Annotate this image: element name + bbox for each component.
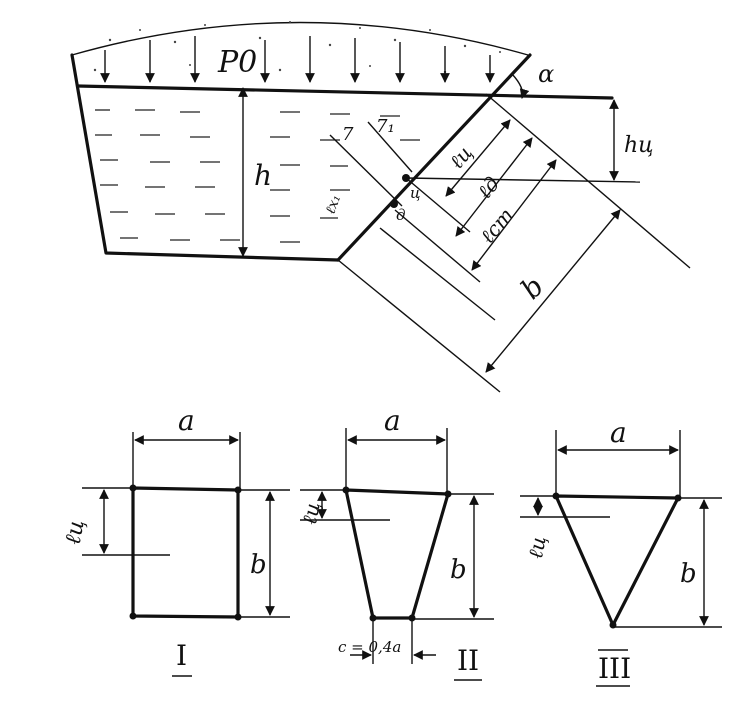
inclined-gate — [336, 53, 532, 262]
gas-stipple — [93, 21, 501, 76]
projection-extension — [379, 227, 496, 321]
shape-2-top-label: a — [384, 404, 401, 437]
pressure-center-point — [390, 200, 398, 208]
depth-label-h: h — [254, 159, 272, 192]
axis-label-3: ℓx₁ — [323, 193, 345, 217]
shape-2-numeral: II — [457, 644, 479, 677]
shape-1-centroid-label: ℓц — [61, 518, 90, 546]
liquid-hatching — [95, 109, 420, 243]
angle-arc — [511, 73, 530, 99]
pressure-center-extension — [394, 209, 481, 283]
shape-2-trapezoid: a ℓц b c = 0,4a II — [297, 404, 494, 681]
free-surface — [76, 84, 614, 100]
shape-3-side-label: b — [680, 559, 697, 589]
dim-gate-width — [485, 209, 621, 373]
shape-2-centroid-label: ℓц — [297, 500, 325, 526]
centroid-point — [402, 174, 410, 182]
pressure-label: P0 — [217, 45, 257, 80]
pressure-center-distance-label: ℓд — [472, 172, 504, 204]
shape-1-numeral: I — [176, 639, 187, 672]
pressure-center-label: д — [396, 206, 406, 224]
axis-label-2: 7₁ — [376, 116, 395, 137]
axis-line-2 — [367, 121, 413, 173]
pressure-arrows — [100, 36, 495, 83]
centroid-point-label: ц — [410, 184, 420, 202]
shape-1-top-label: a — [178, 404, 195, 437]
centroid-distance-label: ℓц — [444, 141, 477, 174]
shape-3-top-label: a — [610, 416, 627, 449]
tank-walls — [70, 53, 340, 262]
shape-3-centroid-label: ℓц — [523, 534, 551, 560]
axis-label-1: 7 — [342, 124, 354, 145]
angle-label: α — [538, 60, 554, 88]
projection-distance-label: ℓст — [475, 203, 518, 248]
shape-1-side-label: b — [250, 550, 267, 580]
shape-1-rectangle: a ℓц b I — [61, 404, 290, 677]
shape-2-bottom-note: c = 0,4a — [338, 638, 401, 656]
shape-3-triangle: a ℓц b III — [520, 416, 722, 687]
centroid-level-line — [405, 177, 641, 183]
gas-dome — [71, 21, 529, 56]
gate-extension-bottom — [337, 259, 501, 393]
centroid-depth-label: hц — [624, 133, 654, 158]
shape-3-numeral: III — [598, 652, 631, 685]
tank-diagram: P0 h α hц — [70, 21, 691, 393]
shape-2-side-label: b — [450, 555, 467, 585]
gate-extension-top — [485, 93, 691, 269]
axis-line-1 — [329, 134, 403, 207]
